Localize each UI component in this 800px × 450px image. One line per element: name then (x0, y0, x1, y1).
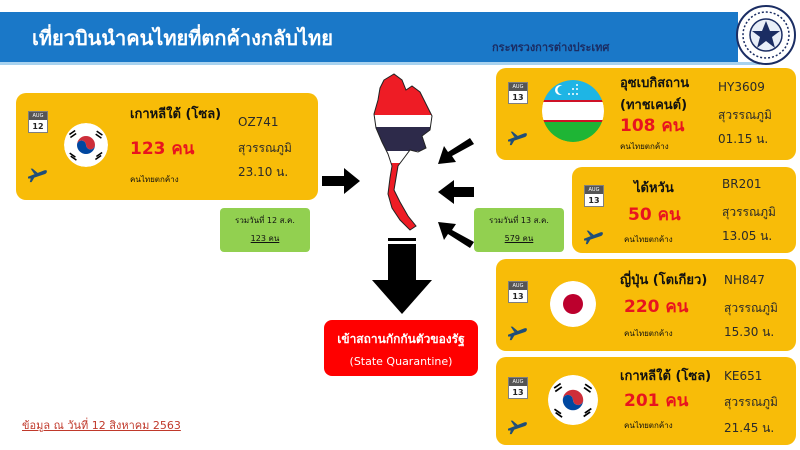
header-banner: เที่ยวบินนำคนไทยที่ตกค้างกลับไทย (0, 12, 738, 62)
south-korea-flag (548, 375, 598, 425)
country-label: เกาหลีใต้ (โซล) (620, 369, 712, 384)
stranded-label: คนไทยตกค้าง (624, 329, 673, 338)
passenger-count: 108 คน (620, 116, 685, 136)
quarantine-title: เข้าสถานกักกันตัวของรัฐ (337, 332, 465, 346)
header-underline (0, 62, 760, 65)
calendar-icon: AUG 13 (584, 185, 604, 207)
flight-number: KE651 (724, 369, 763, 383)
airport-name: สุวรรณภูมิ (724, 301, 778, 315)
airplane-icon (584, 230, 603, 245)
south-korea-flag (64, 123, 108, 167)
arrow-icon (438, 222, 474, 248)
airplane-icon (508, 420, 527, 435)
arrival-time: 15.30 น. (724, 325, 775, 339)
calendar-icon: AUG 13 (508, 82, 528, 104)
arrival-time: 23.10 น. (238, 165, 289, 179)
summary-day-13: รวมวันที่ 13 ส.ค. 579 คน (474, 208, 564, 252)
arrow-icon (438, 180, 474, 204)
airplane-icon (508, 326, 527, 341)
flight-card-korea-12: AUG 12 เกาหลีใต้ (โซล) 123 คน คนไทยตกค้า… (16, 93, 318, 200)
flight-card-korea-13: AUG 13 เกาหลีใต้ (โซล) 201 คน คนไทยตกค้า… (496, 357, 796, 445)
flight-number: HY3609 (718, 80, 765, 94)
stranded-label: คนไทยตกค้าง (624, 235, 673, 244)
airport-name: สุวรรณภูมิ (722, 205, 776, 219)
flight-number: BR201 (722, 177, 762, 191)
summary-date: รวมวันที่ 13 ส.ค. (489, 216, 549, 225)
airport-name: สุวรรณภูมิ (718, 108, 772, 122)
uzbekistan-flag (542, 80, 604, 142)
japan-flag (550, 281, 596, 327)
arrow-icon (322, 168, 360, 194)
country-label: ญี่ปุ่น (โตเกียว) (620, 273, 708, 288)
passenger-count: 220 คน (624, 297, 689, 317)
calendar-icon: AUG 13 (508, 377, 528, 399)
airplane-icon (508, 131, 527, 146)
passenger-count: 201 คน (624, 391, 689, 411)
flight-card-uzbekistan: AUG 13 อุซเบกิสถาน (ทาชเคนต์) 108 คน คนไ… (496, 68, 796, 160)
calendar-icon: AUG 13 (508, 281, 528, 303)
airport-name: สุวรรณภูมิ (238, 141, 292, 155)
flight-card-taiwan: AUG 13 ได้หวัน 50 คน คนไทยตกค้าง BR201 ส… (572, 167, 796, 253)
stranded-label: คนไทยตกค้าง (620, 142, 669, 151)
summary-total: 579 คน (504, 234, 534, 243)
country-label-line2: (ทาชเคนต์) (620, 98, 688, 113)
passenger-count: 50 คน (628, 205, 681, 225)
stranded-label: คนไทยตกค้าง (624, 421, 673, 430)
summary-day-12: รวมวันที่ 12 ส.ค. 123 คน (220, 208, 310, 252)
country-label: ได้หวัน (634, 181, 674, 196)
data-date-note: ข้อมูล ณ วันที่ 12 สิงหาคม 2563 (22, 419, 181, 432)
arrival-time: 01.15 น. (718, 132, 769, 146)
thailand-map-icon (373, 73, 433, 231)
ministry-label: กระทรวงการต่างประเทศ (492, 41, 610, 54)
calendar-icon: AUG 12 (28, 111, 48, 133)
stranded-label: คนไทยตกค้าง (130, 175, 179, 184)
arrival-time: 21.45 น. (724, 421, 775, 435)
airport-name: สุวรรณภูมิ (724, 395, 778, 409)
arrow-icon (438, 138, 474, 164)
quarantine-box: เข้าสถานกักกันตัวของรัฐ (State Quarantin… (324, 320, 478, 376)
flight-number: NH847 (724, 273, 765, 287)
quarantine-subtitle: (State Quarantine) (349, 355, 453, 368)
summary-date: รวมวันที่ 12 ส.ค. (235, 216, 295, 225)
country-label: เกาหลีใต้ (โซล) (130, 107, 222, 122)
airplane-icon (28, 168, 47, 183)
ministry-seal-icon (736, 5, 796, 65)
summary-total: 123 คน (250, 234, 280, 243)
page-title: เที่ยวบินนำคนไทยที่ตกค้างกลับไทย (32, 26, 333, 50)
arrow-icon (372, 238, 432, 314)
country-label: อุซเบกิสถาน (620, 76, 690, 91)
flight-card-japan: AUG 13 ญี่ปุ่น (โตเกียว) 220 คน คนไทยตกค… (496, 259, 796, 351)
flight-number: OZ741 (238, 115, 279, 129)
arrival-time: 13.05 น. (722, 229, 773, 243)
passenger-count: 123 คน (130, 139, 195, 159)
